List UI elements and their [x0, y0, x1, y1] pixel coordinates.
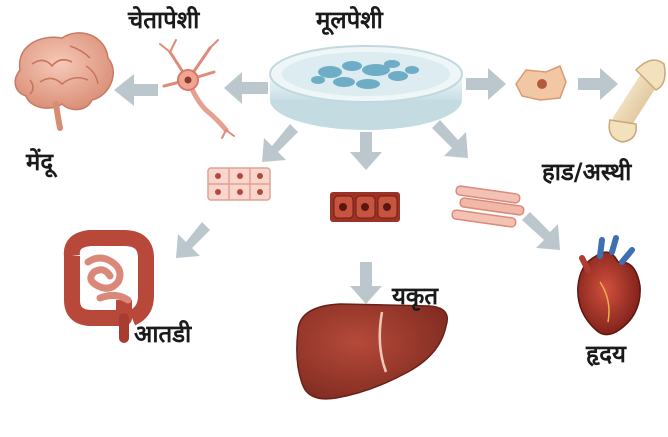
arrow-to-brain [114, 74, 158, 106]
liver-cells-illustration [330, 192, 400, 222]
heart-label: हृदय [586, 342, 626, 366]
bone-label: हाड/अस्थी [542, 160, 631, 184]
petri-dish-stem-cells [270, 46, 462, 130]
arrow-to-epithelial-cells [262, 124, 298, 162]
bone-illustration [609, 60, 665, 142]
arrow-to-muscle-cells [432, 120, 468, 158]
arrow-to-nerve-cell [224, 72, 268, 104]
arrow-to-heart [522, 212, 560, 250]
muscle-cells-illustration [452, 186, 525, 228]
arrow-to-bone [578, 68, 618, 100]
arrow-to-liver-cells [350, 132, 382, 170]
nerve-cell-illustration [160, 40, 234, 138]
bone-cell-illustration [516, 66, 566, 100]
nerve-cell-label: चेतापेशी [128, 8, 199, 32]
heart-illustration [578, 238, 640, 335]
brain-illustration [15, 33, 113, 128]
liver-illustration [297, 304, 447, 399]
liver-label: यकृत [392, 284, 438, 308]
brain-label: मेंदू [26, 150, 53, 174]
arrow-to-intestine [176, 222, 210, 258]
arrow-to-bone-cell [466, 68, 506, 100]
epithelial-cells-illustration [208, 168, 270, 200]
arrow-to-liver [350, 262, 382, 304]
intestine-label: आतडी [134, 322, 191, 346]
stem-cell-label: मूलपेशी [316, 8, 383, 32]
